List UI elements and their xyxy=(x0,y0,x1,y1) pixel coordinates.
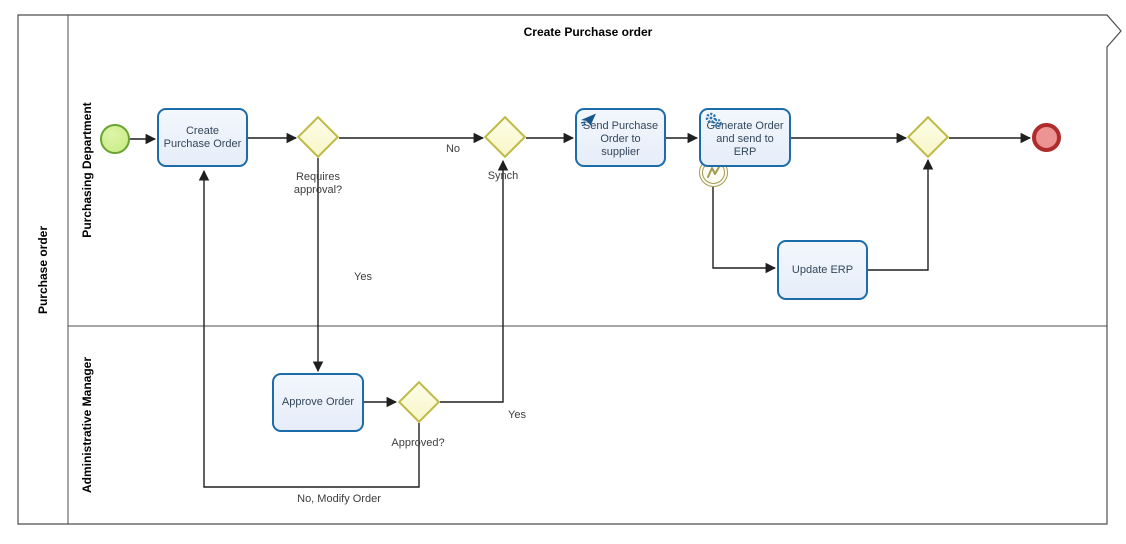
task-send-purchase-order[interactable]: Send Purchase Order to supplier xyxy=(575,108,666,167)
task-approve-order-label: Approve Order xyxy=(281,396,355,408)
task-update-erp-label: Update ERP xyxy=(791,263,854,276)
error-zigzag-icon xyxy=(707,166,720,178)
flow-label-yes-approval: Yes xyxy=(354,271,372,283)
flow-label-yes-approved: Yes xyxy=(508,409,526,421)
pool-label: Purchase order xyxy=(36,225,50,315)
service-gears-icon xyxy=(704,112,724,133)
task-generate-order[interactable]: Generate Order and send to ERP xyxy=(699,108,791,167)
flow-update-erp-to-merge-gw[interactable] xyxy=(868,158,934,271)
process-border xyxy=(17,14,1122,525)
flow-label-no-modify-order: No, Modify Order xyxy=(297,493,381,505)
gateway-requires-approval-label: Requires approval? xyxy=(293,171,343,196)
flow-boundary-to-update-erp[interactable] xyxy=(712,186,777,274)
flow-yes-to-synch-gw[interactable] xyxy=(440,159,509,403)
end-event[interactable] xyxy=(1032,123,1061,152)
task-create-purchase-order[interactable]: Create Purchase Order xyxy=(157,108,248,167)
task-generate-order-label: Generate Order and send to ERP xyxy=(706,120,784,158)
task-send-purchase-order-label: Send Purchase Order to supplier xyxy=(582,120,659,158)
send-task-icon xyxy=(580,112,598,131)
flow-no-modify-to-create[interactable] xyxy=(198,169,420,488)
task-update-erp[interactable]: Update ERP xyxy=(777,240,868,300)
start-event[interactable] xyxy=(100,124,130,154)
task-approve-order[interactable]: Approve Order xyxy=(272,373,364,432)
gateway-approved-label: Approved? xyxy=(391,437,445,449)
process-title: Create Purchase order xyxy=(523,25,653,39)
gateway-synch-label: Synch xyxy=(487,170,519,182)
task-create-purchase-order-label: Create Purchase Order xyxy=(163,124,242,150)
lane-label-purchasing-department: Purchasing Department xyxy=(80,102,94,238)
lane-label-administrative-manager: Administrative Manager xyxy=(80,356,94,494)
flow-label-no: No xyxy=(445,143,461,155)
